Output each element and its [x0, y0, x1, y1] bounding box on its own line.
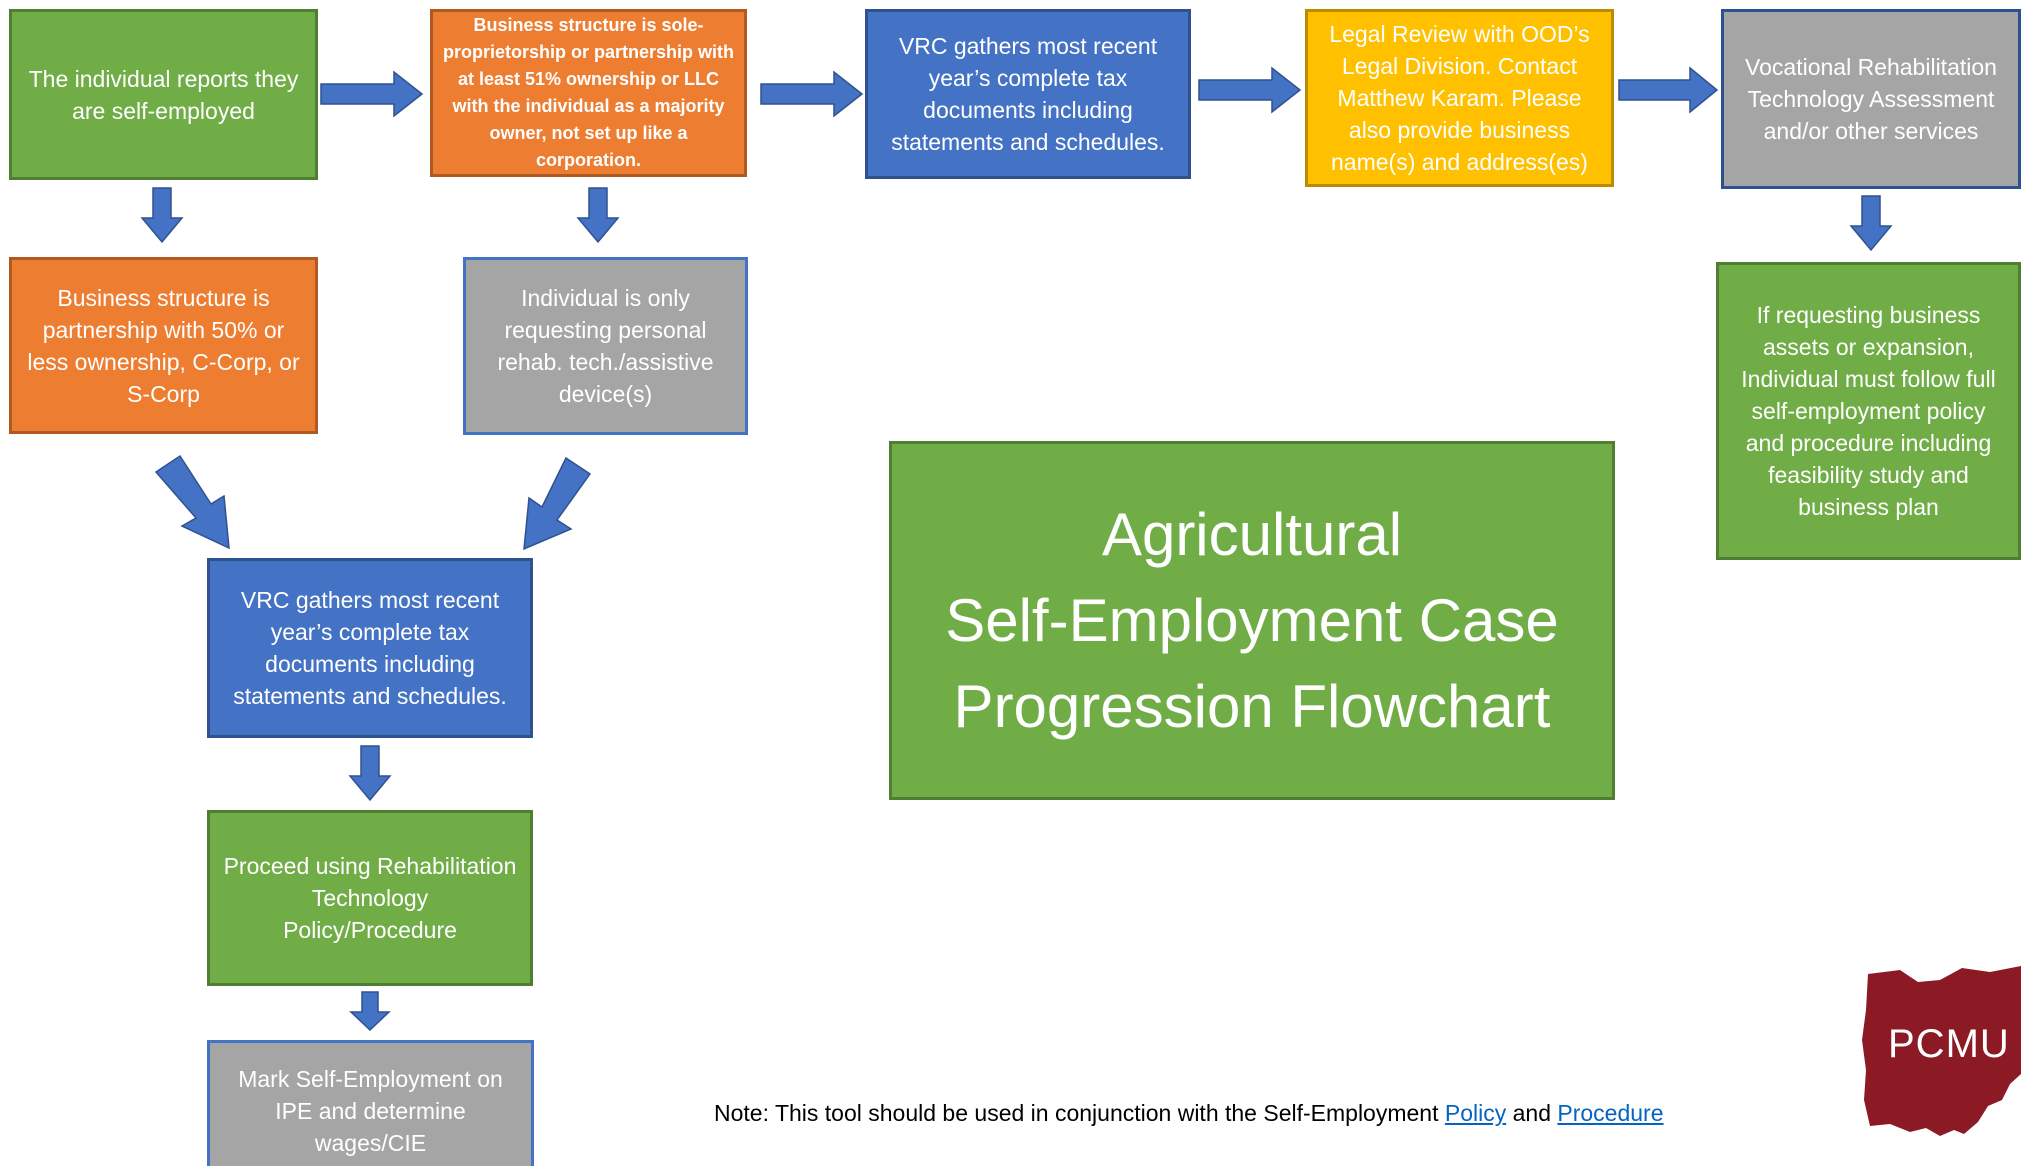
- arrow-down-4: [348, 745, 392, 802]
- arrow-down-3: [1849, 195, 1893, 252]
- pcmu-ohio-logo: [1862, 966, 2021, 1136]
- node-vrc-tax-documents-top: VRC gathers most recent year’s complete …: [865, 9, 1191, 179]
- arrow-diagonal-left: [154, 454, 230, 550]
- node-proceed-rehab-tech-text: Proceed using Rehabilitation Technology …: [223, 853, 517, 943]
- node-personal-rehab-device: Individual is only requesting personal r…: [463, 257, 748, 435]
- title-line-1: Agricultural: [1101, 500, 1403, 568]
- node-mark-self-employment: Mark Self-Employment on IPE and determin…: [207, 1040, 534, 1166]
- node-self-employed-text: The individual reports they are self-emp…: [28, 65, 299, 124]
- procedure-link[interactable]: Procedure: [1557, 1100, 1664, 1126]
- logo-text: PCMU: [1888, 1022, 2010, 1066]
- node-legal-review-text: Legal Review with OOD’s Legal Division. …: [1329, 21, 1590, 175]
- node-self-employed: The individual reports they are self-emp…: [9, 9, 318, 180]
- node-vocational-rehab: Vocational Rehabilitation Technology Ass…: [1721, 9, 2021, 189]
- arrow-diagonal-right: [523, 456, 592, 551]
- arrow-right-1: [320, 70, 424, 118]
- arrow-down-2: [576, 187, 620, 244]
- ohio-shape-icon: [1862, 966, 2021, 1136]
- node-partnership-low-ownership: Business structure is partnership with 5…: [9, 257, 318, 434]
- arrow-right-4: [1618, 66, 1719, 114]
- node-vrc-tax-documents-bottom-text: VRC gathers most recent year’s complete …: [233, 587, 507, 709]
- node-vocational-rehab-text: Vocational Rehabilitation Technology Ass…: [1745, 54, 1997, 144]
- node-sole-proprietorship-text: Business structure is sole-proprietorshi…: [443, 15, 735, 170]
- title-line-2: Self-Employment Case: [945, 586, 1559, 654]
- arrow-right-3: [1198, 66, 1302, 114]
- node-business-assets-expansion: If requesting business assets or expansi…: [1716, 262, 2021, 560]
- node-mark-self-employment-text: Mark Self-Employment on IPE and determin…: [238, 1066, 503, 1156]
- node-legal-review: Legal Review with OOD’s Legal Division. …: [1305, 9, 1614, 187]
- node-business-assets-expansion-text: If requesting business assets or expansi…: [1741, 302, 1996, 520]
- footer-note: Note: This tool should be used in conjun…: [714, 1100, 1664, 1127]
- node-sole-proprietorship: Business structure is sole-proprietorshi…: [430, 9, 747, 177]
- node-personal-rehab-device-text: Individual is only requesting personal r…: [497, 285, 714, 407]
- title-line-3: Progression Flowchart: [953, 672, 1551, 740]
- arrow-right-2: [760, 70, 864, 118]
- flowchart-title: Agricultural Self-Employment Case Progre…: [889, 441, 1615, 800]
- note-and: and: [1506, 1100, 1558, 1126]
- arrow-down-1: [140, 187, 184, 244]
- node-partnership-low-ownership-text: Business structure is partnership with 5…: [27, 284, 300, 407]
- node-vrc-tax-documents-top-text: VRC gathers most recent year’s complete …: [891, 33, 1165, 155]
- note-text: Note: This tool should be used in conjun…: [714, 1100, 1445, 1126]
- arrow-down-5: [349, 991, 391, 1032]
- policy-link[interactable]: Policy: [1444, 1100, 1507, 1126]
- node-vrc-tax-documents-bottom: VRC gathers most recent year’s complete …: [207, 558, 533, 738]
- node-proceed-rehab-tech: Proceed using Rehabilitation Technology …: [207, 810, 533, 986]
